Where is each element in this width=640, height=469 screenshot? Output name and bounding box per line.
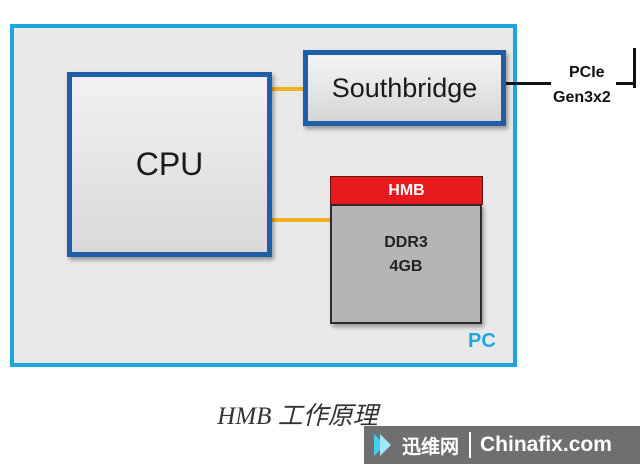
memory-size-label: 4GB: [389, 258, 423, 275]
watermark-en-text: Chinafix.com: [480, 433, 612, 456]
diagram-caption: HMB 工作原理: [217, 403, 378, 430]
watermark-separator: [469, 432, 472, 458]
memory-type-label: DDR3: [384, 234, 428, 251]
external-device-edge: [633, 48, 636, 88]
memory-block: DDR3 4GB: [330, 204, 482, 324]
southbridge-block: Southbridge: [303, 50, 506, 126]
pcie-link-line-right: [616, 82, 633, 85]
cpu-southbridge-connector: [267, 87, 303, 91]
watermark-cn-text: 迅维网: [402, 436, 460, 458]
cpu-block: CPU: [67, 72, 272, 257]
pcie-gen-label: Gen3x2: [553, 89, 611, 106]
cpu-label: CPU: [135, 146, 204, 182]
pc-label: PC: [468, 330, 496, 352]
pcie-label: PCIe: [569, 64, 605, 81]
watermark: 迅维网 Chinafix.com: [364, 426, 640, 464]
pcie-link-line-left: [506, 82, 551, 85]
chinafix-logo-icon: [372, 432, 398, 458]
cpu-memory-connector: [267, 218, 330, 222]
southbridge-label: Southbridge: [331, 72, 478, 103]
hmb-header: HMB: [330, 176, 483, 205]
